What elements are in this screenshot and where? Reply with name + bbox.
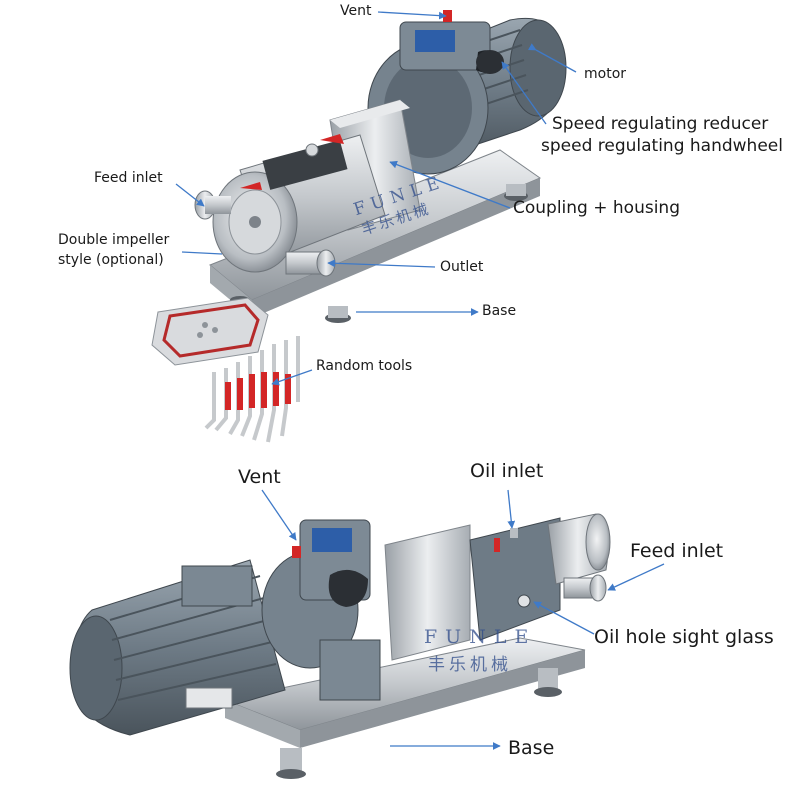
label-top-base: Base [482, 303, 517, 319]
bottom-base-frame [223, 637, 586, 779]
label-top-outlet: Outlet [440, 259, 484, 275]
label-top-motor: motor [584, 66, 627, 82]
label-top-impeller-2: style (optional) [58, 252, 164, 268]
bottom-pump-head [469, 513, 611, 641]
bottom-pump [69, 513, 611, 779]
top-pump-head [212, 134, 386, 273]
label-top-coupling: Coupling + housing [513, 198, 680, 218]
label-top-tools: Random tools [316, 358, 413, 374]
top-feed-inlet [194, 190, 231, 220]
label-bottom-oil-inlet: Oil inlet [470, 460, 544, 482]
top-gasket-plate [151, 297, 269, 366]
label-bottom-feed-inlet: Feed inlet [630, 540, 724, 562]
label-bottom-base: Base [508, 737, 555, 759]
top-pump [151, 10, 567, 443]
label-top-reducer: Speed regulating reducer [552, 114, 769, 134]
bottom-motor [69, 559, 286, 736]
top-outlet [285, 249, 336, 277]
label-bottom-vent: Vent [238, 466, 281, 488]
bottom-watermark-latin: FUNLE [424, 626, 537, 648]
label-top-feed-inlet: Feed inlet [94, 170, 163, 186]
bottom-callout-lines [261, 489, 665, 750]
bottom-reducer [261, 519, 381, 701]
label-top-vent: Vent [340, 3, 372, 19]
top-random-tools [204, 336, 300, 443]
label-top-handwheel: speed regulating handwheel [541, 136, 783, 156]
bottom-coupling-housing [384, 524, 471, 661]
label-bottom-sight-glass: Oil hole sight glass [594, 626, 774, 648]
label-top-impeller-1: Double impeller [58, 232, 170, 248]
bottom-watermark-cjk: 丰乐机械 [428, 655, 512, 675]
top-callout-lines [175, 11, 577, 386]
